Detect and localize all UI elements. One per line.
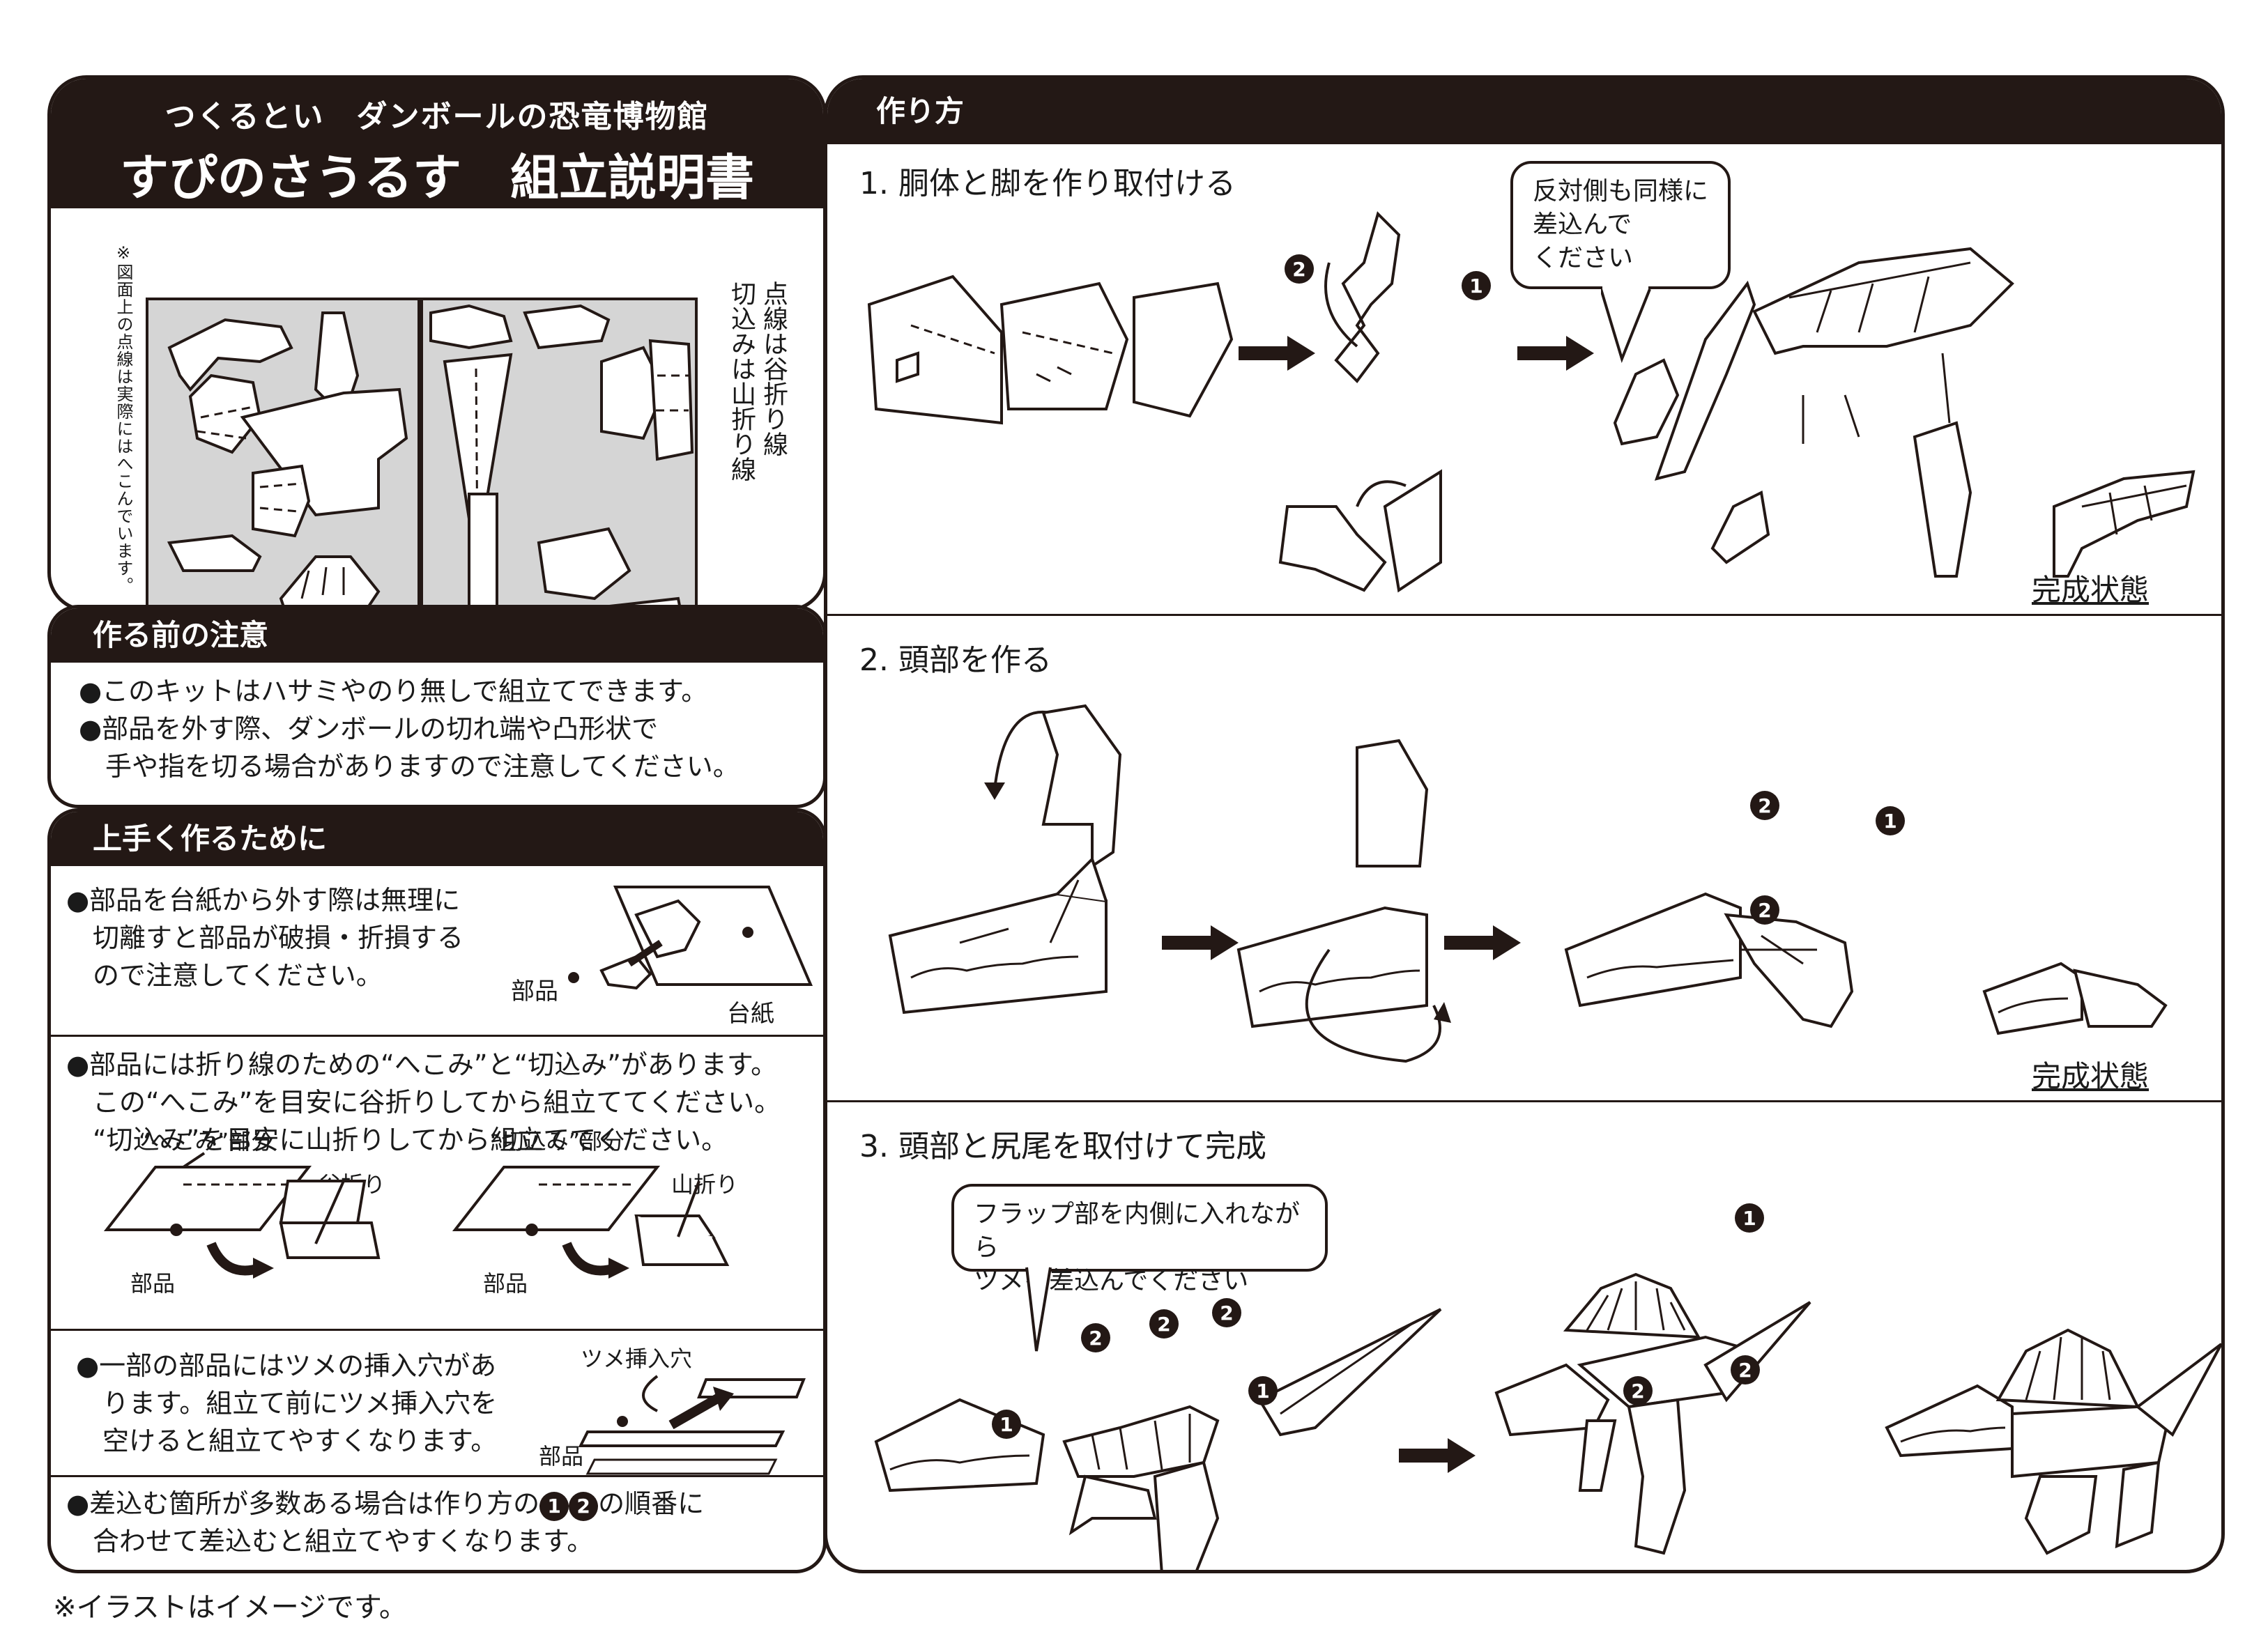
step3-number-2a-icon: 2 [1081, 1323, 1110, 1352]
divider [51, 1329, 823, 1331]
divider [51, 1035, 823, 1037]
step-divider [827, 614, 2221, 616]
step3-bubble-line: ツメを差込んでください [974, 1267, 1249, 1295]
tip1-illustration [568, 886, 813, 990]
tip3-line: ります。組立て前にツメ挿入穴を [76, 1388, 498, 1419]
step-number-2-icon: 2 [569, 1492, 599, 1521]
sheet-note-small: ※図面上の点線は実際にはへこんでいます。 [114, 243, 133, 594]
tip2-line: ●部品には折り線のための“へこみ”と“切込み”があります。 [66, 1049, 778, 1080]
tip2-part1-label: 部品 [130, 1270, 176, 1297]
step1-done-label: 完成状態 [2032, 573, 2150, 607]
step1-bubble-tail [1601, 284, 1651, 364]
tip1-line: ので注意してください。 [66, 960, 383, 991]
step-number-1-icon: 1 [539, 1492, 569, 1521]
step1-speech-bubble: 反対側も同様に 差込んで ください [1510, 161, 1731, 289]
step3-title: 3. 頭部と尻尾を取付けて完成 [859, 1129, 1266, 1164]
caution-line: ●部品を外す際、ダンボールの切れ端や凸形状で [79, 713, 659, 744]
step1-number-1-icon: 1 [1462, 271, 1491, 300]
step1-illustration [867, 211, 2196, 593]
title-header: つくるとい ダンボールの恐竜博物館 すぴのさうるす 組立説明書 [51, 79, 823, 208]
step1-bubble-line: 反対側も同様に [1533, 177, 1709, 206]
tip1-part-label: 部品 [511, 978, 558, 1005]
tip1-board-label: 台紙 [727, 1000, 774, 1028]
sheet-note-line1: 点線は谷折り線 [759, 281, 788, 456]
tip2-line: この“へこみ”を目安に谷折りしてから組立ててください。 [66, 1087, 781, 1118]
tip1-line: ●部品を台紙から外す際は無理に [66, 885, 461, 916]
step-divider [827, 1100, 2221, 1102]
footer-note: ※イラストはイメージです。 [53, 1591, 407, 1623]
howto-header: 作り方 [827, 79, 2221, 144]
step3-number-2b-icon: 2 [1149, 1309, 1179, 1339]
tip1-line: 切離すと部品が破損・折損する [66, 923, 464, 953]
tips-header: 上手く作るために [51, 812, 823, 866]
step3-number-2c-icon: 2 [1212, 1298, 1241, 1327]
step2-number-2a-icon: 2 [1750, 791, 1779, 820]
title-panel: つくるとい ダンボールの恐竜博物館 すぴのさうるす 組立説明書 ※図面上の点線は… [47, 75, 827, 612]
tips-panel: 上手く作るために ●部品を台紙から外す際は無理に 切離すと部品が破損・折損する … [47, 808, 827, 1573]
tip3-hole-label: ツメ挿入穴 [581, 1345, 693, 1372]
caution-panel: 作る前の注意 ●このキットはハサミやのり無しで組立てできます。 ●部品を外す際、… [47, 605, 827, 808]
step1-number-2-icon: 2 [1285, 254, 1314, 284]
step2-done-label: 完成状態 [2032, 1059, 2150, 1093]
step3-illustration [874, 1262, 2221, 1570]
howto-panel: 作り方 1. 胴体と脚を作り取付ける 2 1 反対側も同様に 差 [824, 75, 2225, 1573]
step3-number-2e-icon: 2 [1731, 1355, 1760, 1384]
step1-bubble-line: ください [1533, 244, 1634, 272]
tip2-yamaori-label: 山折り [671, 1171, 739, 1198]
tip2-illustration [103, 1152, 730, 1279]
step2-number-2b-icon: 2 [1750, 895, 1779, 925]
tip2-line: “切込み”を目安に山折りしてから組立ててください。 [66, 1125, 728, 1155]
caution-line: 手や指を切る場合がありますので注意してください。 [79, 751, 740, 782]
kit-title: すぴのさうるす 組立説明書 [120, 149, 754, 206]
tip3-part-label: 部品 [539, 1443, 584, 1470]
step2-number-1-icon: 1 [1876, 806, 1905, 835]
tip4-line2: 合わせて差込むと組立てやすくなります。 [66, 1526, 594, 1557]
sheet-note-line2: 切込みは山折り線 [727, 281, 756, 481]
tip3-line: 空けると組立てやすくなります。 [76, 1426, 498, 1456]
kit-subtitle: つくるとい ダンボールの恐竜博物館 [164, 99, 710, 134]
step1-bubble-line: 差込んで [1533, 210, 1632, 239]
divider [51, 1475, 823, 1477]
step3-number-1a-icon: 1 [992, 1410, 1021, 1439]
tip3-illustration [578, 1375, 806, 1475]
step3-number-2d-icon: 2 [1623, 1376, 1653, 1405]
step2-illustration [888, 704, 2168, 1063]
step3-number-1c-icon: 1 [1735, 1203, 1764, 1233]
step2-title: 2. 頭部を作る [859, 642, 1052, 678]
tip3-line: ●一部の部品にはツメの挿入穴があ [76, 1350, 497, 1381]
tip4-text-b: の順番に [598, 1488, 705, 1519]
step1-title: 1. 胴体と脚を作り取付ける [859, 166, 1236, 201]
step3-number-1b-icon: 1 [1248, 1376, 1278, 1405]
tip2-part2-label: 部品 [483, 1270, 528, 1297]
caution-header: 作る前の注意 [51, 608, 823, 663]
step3-bubble-line: フラップ部を内側に入れながら [974, 1200, 1301, 1262]
step3-speech-bubble: フラップ部を内側に入れながら ツメを差込んでください [951, 1184, 1328, 1295]
tip2-kirikomi-label: “切込み”部分 [490, 1128, 625, 1155]
tip2-hekomi-label: “へこみ”部分 [139, 1128, 274, 1155]
parts-on-sheet [167, 304, 694, 608]
tip4-text-a: ●差込む箇所が多数ある場合は作り方の [66, 1488, 540, 1519]
caution-line: ●このキットはハサミやのり無しで組立てできます。 [79, 676, 708, 707]
